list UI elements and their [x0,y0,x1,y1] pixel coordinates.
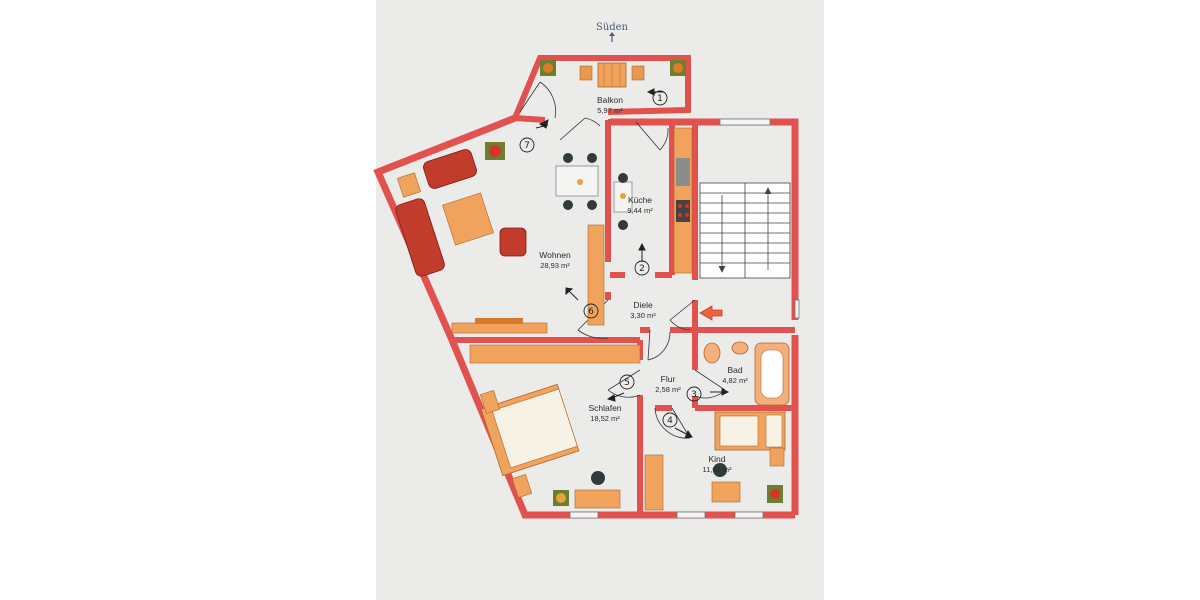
plant-icon [767,485,783,503]
windows [569,118,800,519]
stove-icon [676,200,690,222]
marker-2: 2 [639,264,645,274]
living-furniture [395,142,641,364]
kids-room-furniture [644,411,786,511]
room-labels: Balkon 5,97 m² Küche 9,44 m² Wohnen 28,9… [539,95,748,474]
bedroom-furniture [479,383,621,509]
marker-5: 5 [624,378,630,388]
plant-icon [540,60,556,76]
kitchen-furniture [613,127,693,274]
room-name-schlafen: Schlafen [588,403,621,413]
balcony-furniture [540,60,686,88]
toilet-icon [703,342,721,364]
room-name-wohnen: Wohnen [539,250,571,260]
walking-arrows [535,88,730,439]
orientation-label: Süden [596,22,629,33]
sink-icon [731,341,749,355]
marker-1: 1 [657,94,663,104]
room-area-balkon: 5,97 m² [597,106,623,115]
room-area-wohnen: 28,93 m² [540,261,570,270]
interior-walls [452,119,795,515]
staircase [699,182,791,279]
marker-3: 3 [691,390,697,400]
room-area-schlafen: 18,52 m² [590,414,620,423]
marker-7: 7 [524,141,530,151]
room-area-bad: 4,82 m² [722,376,748,385]
plant-icon [670,60,686,76]
room-area-flur: 2,58 m² [655,385,681,394]
plant-icon [553,490,569,506]
room-name-kueche: Küche [628,195,652,205]
room-name-kind: Kind [708,454,725,464]
room-area-kind: 11,01 m² [702,465,732,474]
orientation-indicator: Süden [596,22,629,42]
circled-markers: 1 2 3 4 5 6 7 [519,90,702,428]
bathroom-furniture [703,341,790,406]
room-area-diele: 3,30 m² [630,311,656,320]
room-name-bad: Bad [727,365,742,375]
plant-icon [485,142,505,160]
marker-6: 6 [588,307,594,317]
room-name-balkon: Balkon [597,95,623,105]
room-name-flur: Flur [661,374,676,384]
room-name-diele: Diele [633,300,653,310]
entrance-arrow-icon [699,305,723,321]
room-area-kueche: 9,44 m² [627,206,653,215]
orientation-arrow-icon [609,32,615,42]
marker-4: 4 [667,416,673,426]
